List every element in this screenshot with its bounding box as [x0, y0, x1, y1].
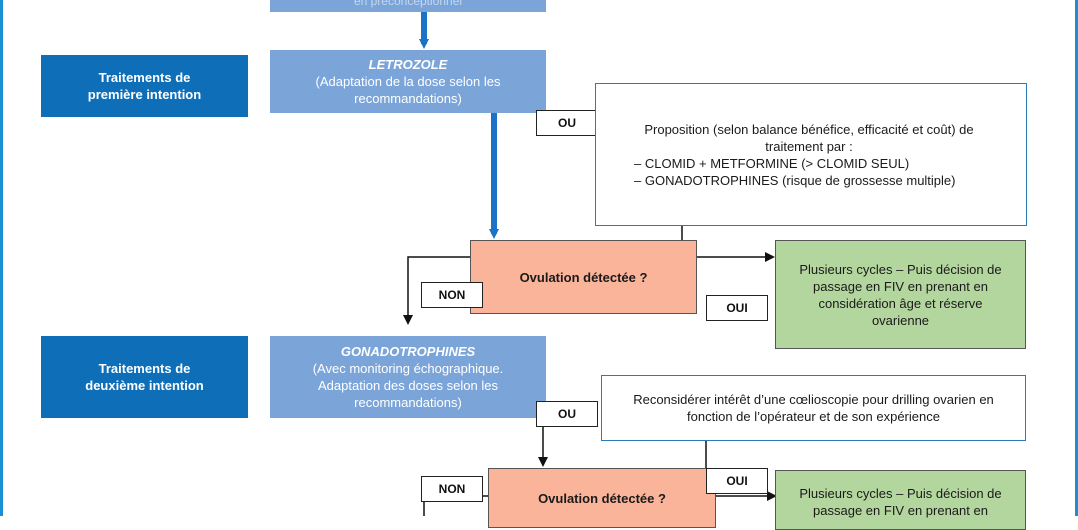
letrozole-title: LETROZOLE [368, 57, 448, 72]
first-line-label: Traitements de première intention [41, 55, 248, 117]
top-box: en préconceptionnel [270, 0, 546, 12]
arrow-question-to-gonadotrophines [403, 256, 470, 325]
or-tag-2: OU [536, 401, 598, 427]
yes-tag-2: OUI [706, 468, 768, 494]
letrozole-box: LETROZOLE (Adaptation de la dose selon l… [270, 50, 546, 113]
or-tag-1: OU [536, 110, 598, 136]
diagram-frame [0, 0, 1078, 516]
proposal-intro: Proposition (selon balance bénéfice, eff… [644, 121, 974, 154]
second-line-label: Traitements de deuxième intention [41, 336, 248, 418]
proposal-box-2: Reconsidérer intérêt d’une cœlioscopie p… [601, 375, 1026, 441]
no-tag-2: NON [421, 476, 483, 502]
proposal-box-1: Proposition (selon balance bénéfice, eff… [595, 83, 1027, 226]
letrozole-detail: (Adaptation de la dose selon les recomma… [315, 74, 501, 106]
gonadotrophines-title: GONADOTROPHINES [340, 344, 476, 359]
proposal-option-2: – GONADOTROPHINES (risque de grossesse m… [634, 172, 956, 188]
yes-tag-1: OUI [706, 295, 768, 321]
gonadotrophines-box: GONADOTROPHINES (Avec monitoring échogra… [270, 336, 546, 418]
gonadotrophines-detail: (Avec monitoring échographique. Adaptati… [312, 361, 504, 410]
outcome-box-2: Plusieurs cycles – Puis décision de pass… [775, 470, 1026, 530]
outcome-box-1: Plusieurs cycles – Puis décision de pass… [775, 240, 1026, 349]
ovulation-question-1: Ovulation détectée ? [470, 240, 697, 314]
connectors [403, 12, 777, 516]
proposal-option-1: – CLOMID + METFORMINE (> CLOMID SEUL) [634, 155, 910, 171]
ovulation-question-2: Ovulation détectée ? [488, 468, 716, 528]
no-tag-1: NON [421, 282, 483, 308]
